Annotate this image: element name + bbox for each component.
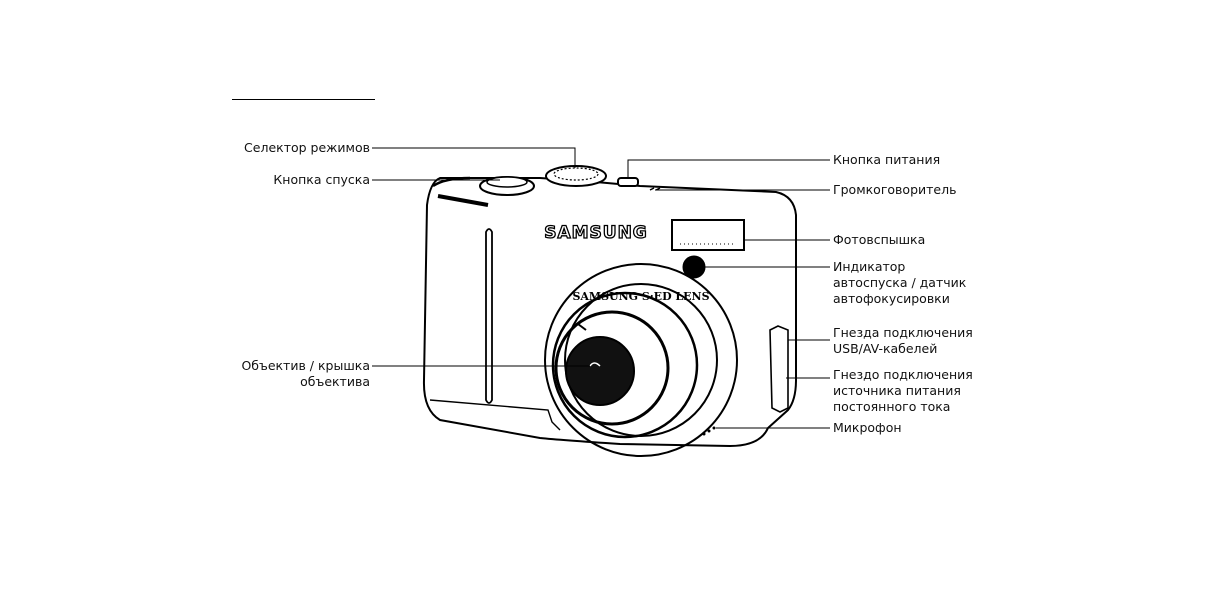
label-dc-jack: Гнездо подключения источника питания пос…	[833, 367, 973, 415]
label-lens: Объектив / крышка объектива	[190, 358, 370, 390]
label-microphone: Микрофон	[833, 420, 902, 436]
lens-engraving: SAMSUNG S·ED LENS	[572, 290, 709, 303]
label-shutter-button: Кнопка спуска	[190, 172, 370, 188]
flash-shape	[672, 220, 744, 250]
label-mode-selector: Селектор режимов	[190, 140, 370, 156]
label-usb-av-jack: Гнезда подключения USB/AV-кабелей	[833, 325, 973, 357]
brand-logo: SAMSUNG	[544, 223, 648, 243]
front-elements	[672, 220, 744, 278]
power-button-shape	[618, 178, 638, 186]
label-self-timer: Индикатор автоспуска / датчик автофокуси…	[833, 259, 966, 307]
label-power-button: Кнопка питания	[833, 152, 940, 168]
top-controls	[480, 166, 660, 195]
label-flash: Фотовспышка	[833, 232, 925, 248]
label-speaker: Громкоговоритель	[833, 182, 956, 198]
